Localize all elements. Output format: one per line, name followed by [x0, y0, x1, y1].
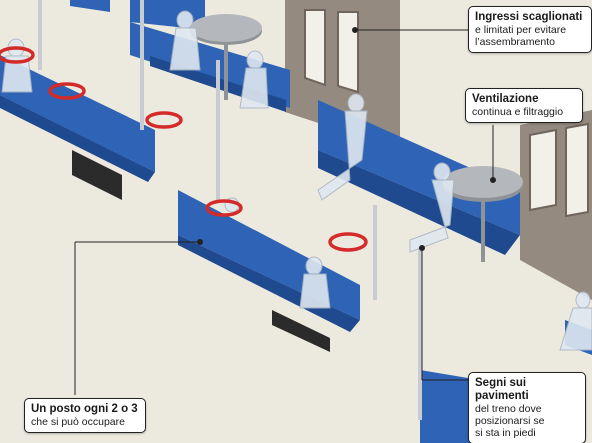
callout-seat-desc: che si può occupare [31, 416, 125, 428]
bench-left [0, 55, 155, 200]
leader-dot [490, 177, 496, 183]
callout-entry-desc: l’assembramento [475, 36, 555, 48]
passenger [559, 307, 592, 351]
callout-seat-title: Un posto ogni 2 o 3 [31, 403, 138, 415]
passenger [169, 27, 201, 71]
callout-floor-desc: del treno dove [475, 403, 542, 415]
callout-entry-title: Ingressi scaglionati [475, 11, 583, 23]
floor-marker [48, 82, 86, 100]
grab-poles [38, 0, 422, 420]
bench-back [318, 100, 520, 235]
callout-floor-desc: si sta in piedi [475, 427, 536, 439]
passenger [176, 10, 194, 30]
bench-right [318, 100, 520, 255]
callout-entry-desc: e limitati per evitare [475, 24, 567, 36]
callout-ventilation-title: Ventilazione [472, 93, 539, 105]
callout-seat: Un posto ogni 2 o 3 che si può occupare [24, 398, 146, 433]
door-window [529, 128, 557, 212]
floor-marker [145, 111, 183, 129]
leader-dot [197, 239, 203, 245]
passenger [317, 110, 368, 201]
floor-markers [0, 46, 368, 252]
bench-top-left [70, 0, 110, 12]
bench-seat-edge [0, 95, 155, 182]
bench-back [420, 370, 480, 443]
leader-dot [352, 27, 358, 33]
train-doors [285, 0, 592, 300]
table-surface [190, 14, 262, 42]
passenger [1, 55, 33, 93]
passenger [347, 93, 365, 113]
table-top [190, 14, 262, 100]
table-surface [443, 166, 523, 198]
floor-marker [328, 232, 368, 252]
callout-floor: Segni sui pavimenti del treno dove posiz… [468, 372, 586, 443]
leader-lines [74, 27, 496, 395]
bench-back [0, 55, 155, 172]
passenger [409, 179, 455, 253]
table-right [443, 166, 523, 262]
passenger [239, 67, 269, 109]
passenger [305, 256, 323, 276]
bench-base [272, 310, 330, 352]
callout-floor-desc: posizionarsi se [475, 415, 545, 427]
leader-dot [419, 245, 425, 251]
callout-entry: Ingressi scaglionati e limitati per evit… [468, 6, 592, 53]
bench-base [72, 150, 122, 200]
bench-seat-edge [318, 150, 520, 255]
passenger [433, 162, 451, 182]
door-window [565, 122, 589, 218]
door-window [304, 9, 326, 87]
door-window [337, 11, 359, 94]
passenger [299, 273, 331, 309]
passenger [246, 50, 264, 70]
callout-ventilation: Ventilazione continua e filtraggio [465, 88, 583, 123]
callout-ventilation-desc: continua e filtraggio [472, 106, 564, 118]
floor-marker [0, 46, 35, 64]
passenger [575, 291, 591, 309]
floor-marker [205, 199, 243, 217]
callout-floor-title: Segni sui pavimenti [475, 377, 529, 402]
